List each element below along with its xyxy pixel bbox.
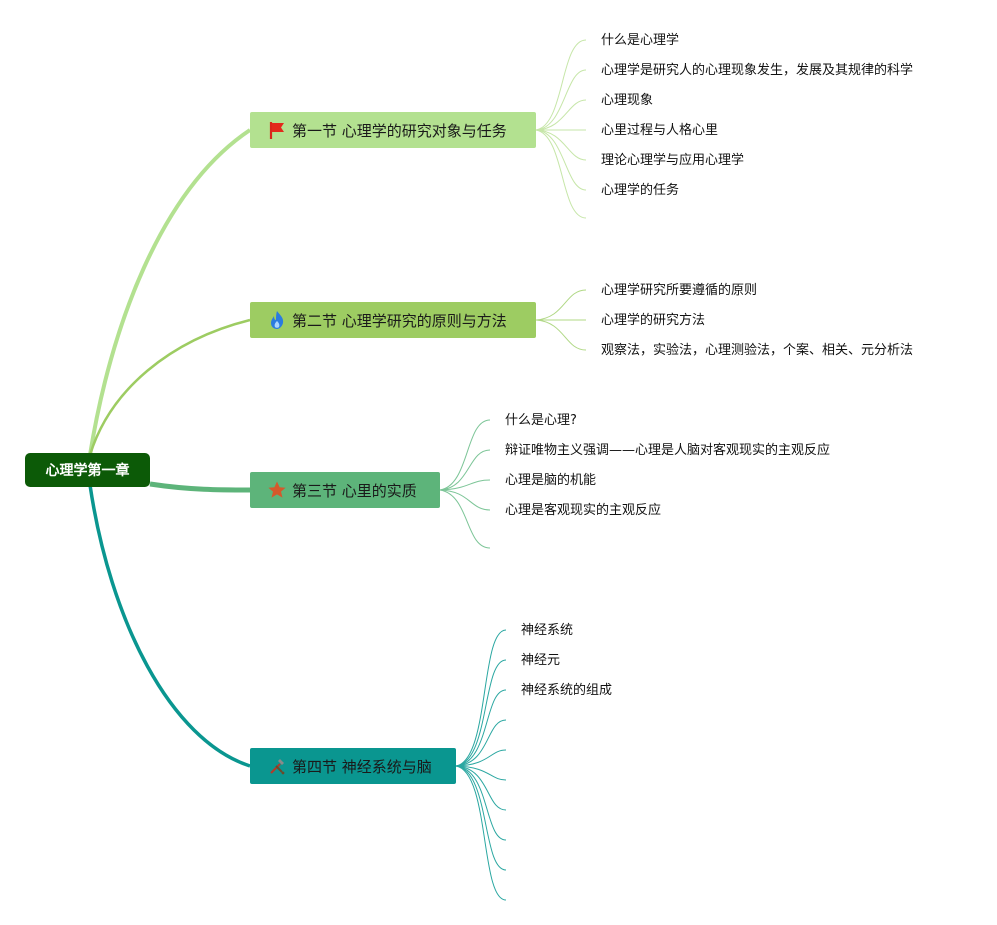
- red-flag-icon: [266, 119, 288, 141]
- subtopic-item[interactable]: 心理现象: [601, 93, 654, 108]
- subtopic-item[interactable]: 辩证唯物主义强调——心理是人脑对客观现实的主观反应: [505, 443, 831, 458]
- topic-label: 第三节 心里的实质: [292, 481, 417, 500]
- subtopic-item[interactable]: 心理学的研究方法: [601, 313, 706, 328]
- branch-line-1: [88, 128, 252, 456]
- topic-section-4[interactable]: 第四节 神经系统与脑: [250, 748, 456, 784]
- root-node[interactable]: 心理学第一章: [25, 453, 150, 487]
- subtopic-item[interactable]: 心理学的任务: [601, 183, 680, 198]
- subtopic-item[interactable]: 什么是心理?: [505, 413, 577, 428]
- subtopic-item[interactable]: 理论心理学与应用心理学: [601, 153, 745, 168]
- fire-icon: [266, 309, 288, 331]
- subtopic-item[interactable]: 什么是心理学: [601, 33, 680, 48]
- topic-label: 第一节 心理学的研究对象与任务: [292, 121, 507, 140]
- subtopic-item[interactable]: 观察法，实验法，心理测验法，个案、相关、元分析法: [601, 343, 914, 358]
- topic-label: 第二节 心理学研究的原则与方法: [292, 311, 507, 330]
- subtopic-item[interactable]: 神经元: [521, 653, 561, 668]
- subtopic-item[interactable]: 神经系统: [521, 623, 574, 638]
- topic-label: 第四节 神经系统与脑: [292, 757, 432, 776]
- subtopic-item[interactable]: 心理学是研究人的心理现象发生，发展及其规律的科学: [601, 63, 914, 78]
- branch-line-3: [149, 481, 251, 493]
- tools-icon: [266, 755, 288, 777]
- subtopic-item[interactable]: 心里过程与人格心里: [601, 123, 719, 138]
- subtopic-item[interactable]: 神经系统的组成: [521, 683, 613, 698]
- topic-section-1[interactable]: 第一节 心理学的研究对象与任务: [250, 112, 536, 148]
- subtopic-item[interactable]: 心理是脑的机能: [505, 473, 597, 488]
- star-icon: [266, 479, 288, 501]
- topic-section-2[interactable]: 第二节 心理学研究的原则与方法: [250, 302, 536, 338]
- root-label: 心理学第一章: [45, 463, 130, 479]
- branch-line-2: [88, 318, 251, 456]
- subtopic-item[interactable]: 心理是客观现实的主观反应: [505, 503, 662, 518]
- branch-line-4: [88, 484, 251, 768]
- subtopic-item[interactable]: 心理学研究所要遵循的原则: [601, 283, 758, 298]
- topic-section-3[interactable]: 第三节 心里的实质: [250, 472, 440, 508]
